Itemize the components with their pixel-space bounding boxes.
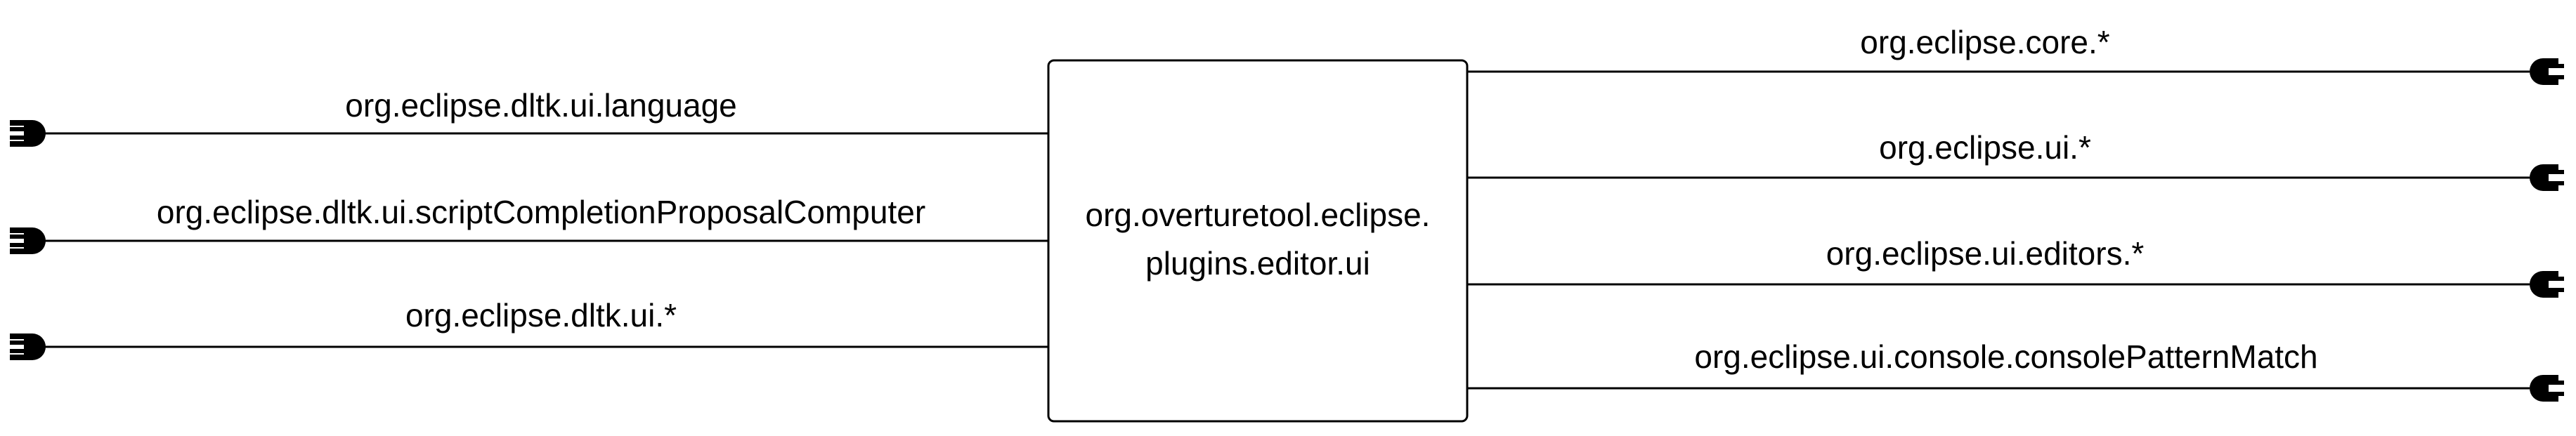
required-interface-console: org.eclipse.ui.console.consolePatternMat… [1467, 338, 2564, 402]
interface-label: org.eclipse.ui.* [1879, 129, 2091, 166]
component-box: org.overturetool.eclipse. plugins.editor… [1047, 59, 1469, 423]
interface-label: org.eclipse.ui.editors.* [1826, 235, 2145, 272]
socket-icon [2530, 58, 2564, 85]
interface-label: org.eclipse.dltk.ui.scriptCompletionProp… [157, 194, 925, 230]
component-name-line1: org.overturetool.eclipse. [1086, 197, 1431, 233]
interface-label: org.eclipse.core.* [1860, 24, 2109, 60]
component-rect [1047, 59, 1469, 423]
interface-label: org.eclipse.dltk.ui.* [405, 297, 677, 333]
plug-icon [10, 120, 46, 147]
provided-interface-dltk-ui: org.eclipse.dltk.ui.* [10, 297, 1048, 360]
plug-icon [10, 333, 46, 360]
required-interface-ui: org.eclipse.ui.* [1467, 129, 2564, 191]
provided-interface-language: org.eclipse.dltk.ui.language [10, 87, 1048, 147]
required-interface-editors: org.eclipse.ui.editors.* [1467, 235, 2564, 298]
socket-icon [2530, 164, 2564, 191]
plug-icon [10, 227, 46, 254]
socket-icon [2530, 375, 2564, 402]
socket-icon [2530, 271, 2564, 298]
required-interface-core: org.eclipse.core.* [1467, 24, 2564, 85]
component-name-line2: plugins.editor.ui [1145, 245, 1370, 282]
provided-interface-completion: org.eclipse.dltk.ui.scriptCompletionProp… [10, 194, 1048, 254]
interface-label: org.eclipse.ui.console.consolePatternMat… [1694, 338, 2317, 375]
interface-label: org.eclipse.dltk.ui.language [345, 87, 736, 124]
